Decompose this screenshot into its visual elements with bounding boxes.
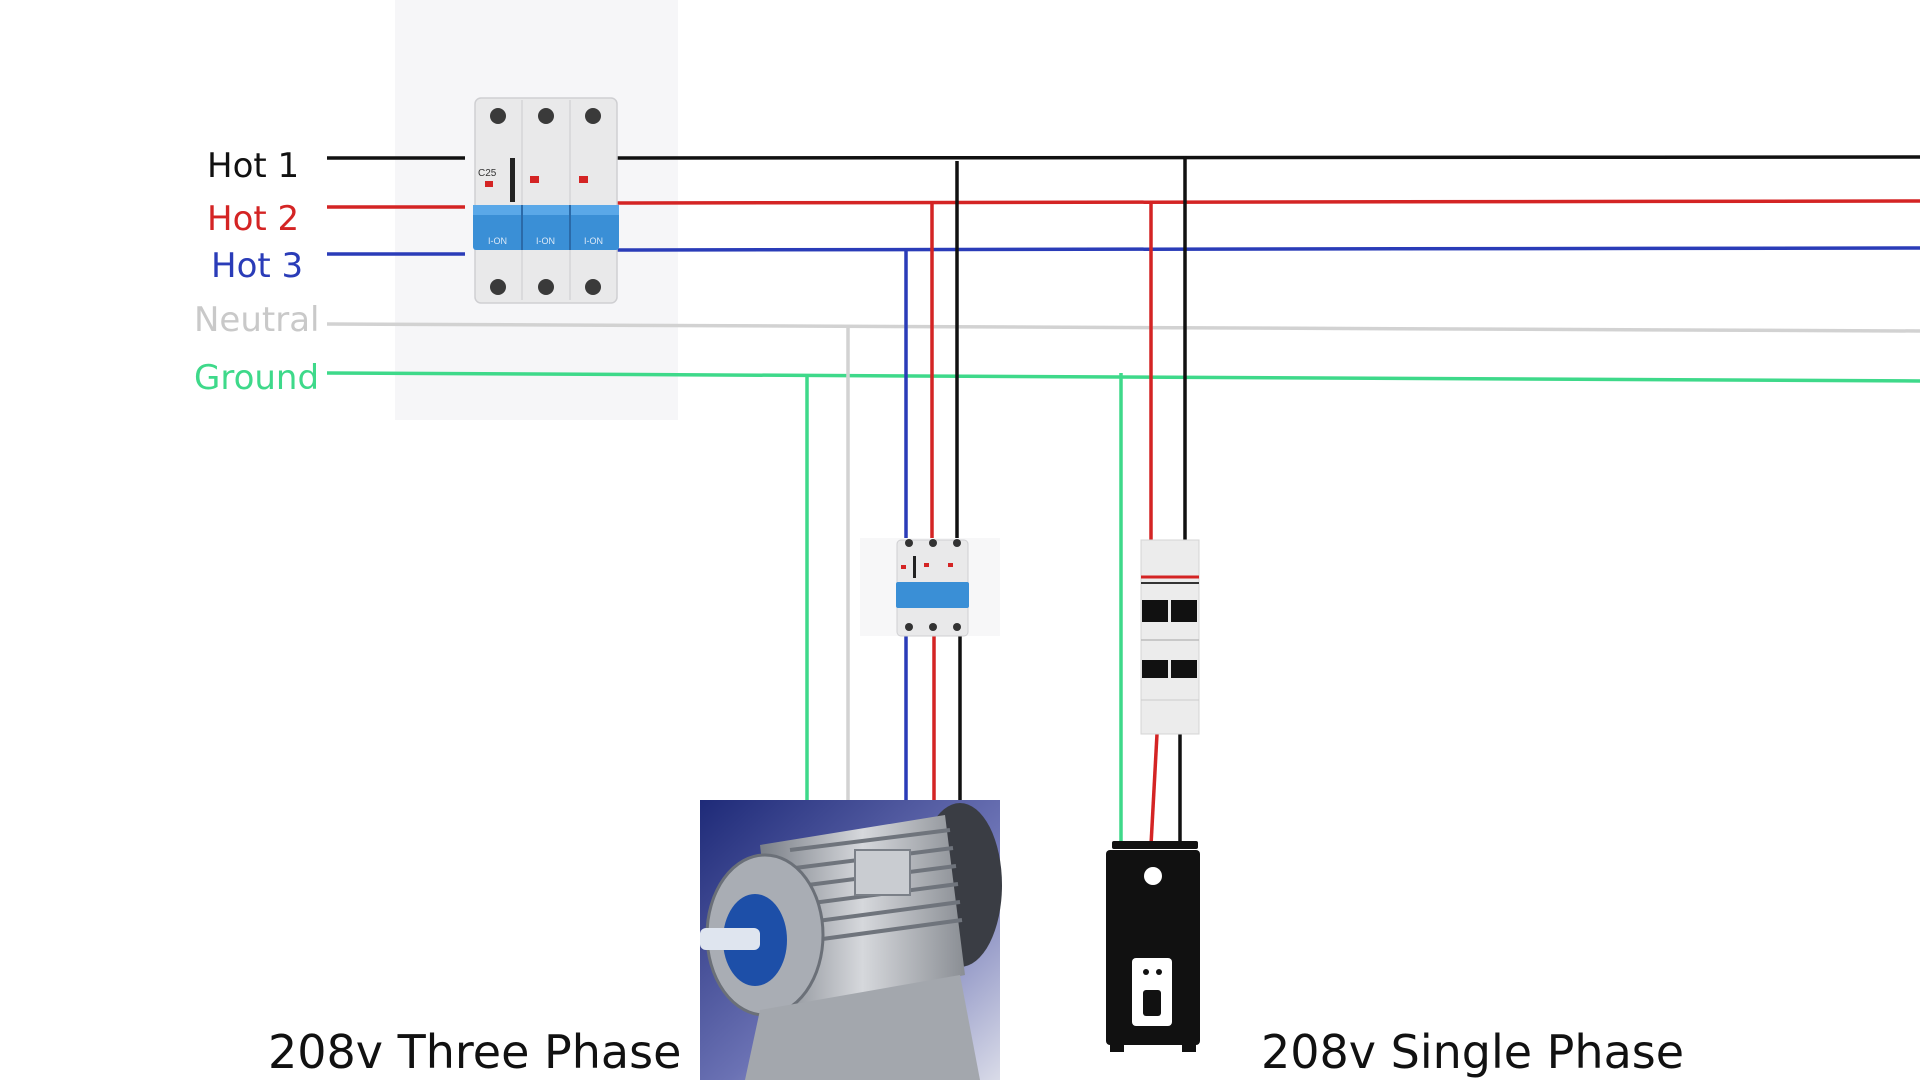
label-hot3: Hot 3 xyxy=(211,246,304,286)
terminal-screw xyxy=(538,108,554,124)
neutral-bus xyxy=(326,322,1920,333)
hot2-bus xyxy=(611,199,1920,205)
terminal-screw xyxy=(490,279,506,295)
main-breaker-body xyxy=(474,97,618,304)
toggle-text: I-ON xyxy=(584,236,603,246)
terminal-screw xyxy=(490,108,506,124)
label-hot2: Hot 2 xyxy=(207,199,300,239)
toggle-text: I-ON xyxy=(536,236,555,246)
label-ground: Ground xyxy=(194,358,320,398)
breaker-toggle xyxy=(473,205,619,250)
breaker-toggle xyxy=(896,582,969,608)
hot3-bus xyxy=(611,246,1920,252)
ground-bus xyxy=(326,371,1920,383)
toggle-text: I-ON xyxy=(488,236,507,246)
terminal-screw xyxy=(538,279,554,295)
hot1-bus xyxy=(611,155,1920,160)
bus-wires xyxy=(326,155,1920,383)
electric-motor-icon xyxy=(700,800,1002,1080)
main-breaker: C25 I-ON I-ON I-ON xyxy=(473,97,619,304)
three-phase-breaker xyxy=(860,538,1000,637)
three-phase-drops xyxy=(805,161,962,800)
single-phase-breaker xyxy=(1140,539,1200,735)
drop-hot2-heater xyxy=(1149,733,1159,846)
single-phase-drops xyxy=(1119,156,1187,846)
water-heater-icon xyxy=(1106,841,1200,1052)
breaker-rating: C25 xyxy=(478,168,497,179)
label-neutral: Neutral xyxy=(194,300,320,340)
terminal-screw xyxy=(585,108,601,124)
caption-three-phase: 208v Three Phase xyxy=(268,1025,682,1079)
terminal-screw xyxy=(585,279,601,295)
caption-single-phase: 208v Single Phase xyxy=(1261,1025,1685,1079)
label-hot1: Hot 1 xyxy=(207,146,300,186)
single-phase-breaker-body xyxy=(1140,539,1200,735)
